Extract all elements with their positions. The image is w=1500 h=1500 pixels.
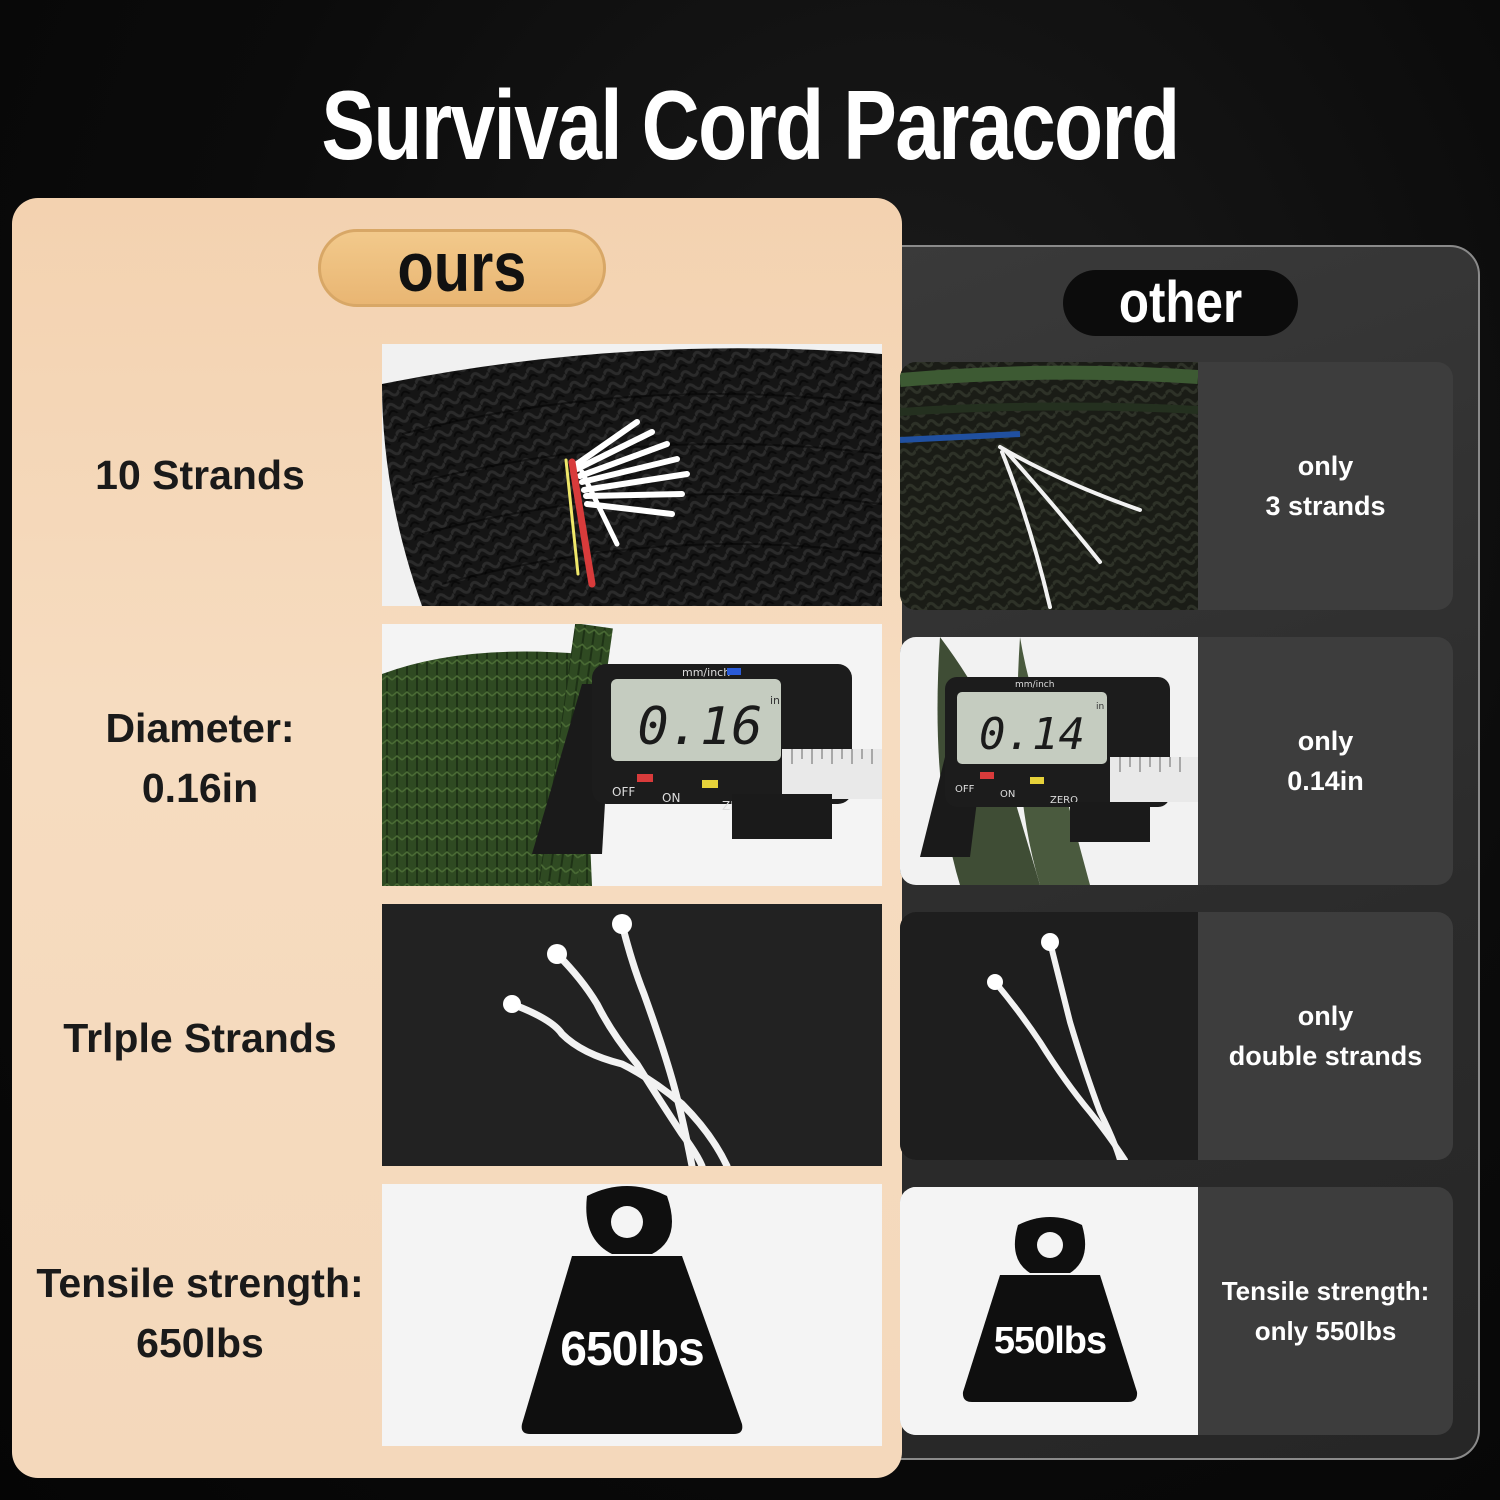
- weight-650-icon: [382, 1184, 882, 1446]
- ours-caliper-on: ON: [662, 791, 680, 805]
- other-caliper-off: OFF: [955, 784, 975, 795]
- ours-caliper-reading: 0.16: [637, 697, 762, 757]
- ours-diameter-label: Diameter: 0.16in: [12, 698, 388, 818]
- other-3-strands-illustration: [900, 362, 1198, 610]
- other-tensile-line1: Tensile strength:: [1221, 1276, 1430, 1306]
- other-tensile-line2: only 550lbs: [1254, 1316, 1397, 1346]
- ours-strands-label: 10 Strands: [12, 445, 388, 505]
- ours-strands-text: 10 Strands: [95, 452, 305, 498]
- other-strands-row: only 3 strands: [900, 362, 1453, 610]
- paracord-10-strands-illustration: [382, 344, 882, 606]
- other-diameter-text: only 0.14in: [1198, 637, 1453, 885]
- caliper-016-illustration: 0.16 in mm/inch OFF ON ZERO: [382, 624, 882, 886]
- triple-strand-illustration: [382, 904, 882, 1166]
- other-caliper-zero: ZERO: [1050, 795, 1078, 806]
- ours-tensile-value: 650lbs: [136, 1320, 264, 1366]
- other-badge: other: [1063, 270, 1298, 336]
- ours-badge: ours: [318, 229, 606, 307]
- ours-diameter-image: 0.16 in mm/inch OFF ON ZERO: [382, 624, 882, 886]
- ours-triple-label: Trlple Strands: [12, 1008, 388, 1068]
- other-double-image: [900, 912, 1198, 1160]
- other-double-text: only double strands: [1198, 912, 1453, 1160]
- other-caliper-reading: 0.14: [979, 709, 1085, 760]
- ours-tensile-title: Tensile strength:: [36, 1260, 364, 1306]
- other-diameter-line1: only: [1297, 726, 1354, 756]
- other-badge-label: other: [1118, 270, 1243, 335]
- other-diameter-image: 0.14 in mm/inch OFF ON ZERO: [900, 637, 1198, 885]
- other-tensile-text: Tensile strength: only 550lbs: [1198, 1187, 1453, 1435]
- other-tensile-row: 550lbs Tensile strength: only 550lbs: [900, 1187, 1453, 1435]
- other-caliper-unit: in: [1096, 702, 1104, 712]
- other-weight-value: 550lbs: [993, 1320, 1107, 1362]
- ours-triple-text: Trlple Strands: [63, 1015, 337, 1061]
- caliper-014-illustration: 0.14 in mm/inch OFF ON ZERO: [900, 637, 1198, 885]
- other-strands-line2: 3 strands: [1265, 491, 1386, 521]
- ours-caliper-unit: in: [770, 694, 780, 707]
- other-caliper-on: ON: [1000, 789, 1015, 800]
- ours-caliper-off: OFF: [612, 785, 635, 799]
- other-strands-image: [900, 362, 1198, 610]
- ours-caliper-mode: mm/inch: [682, 666, 730, 679]
- ours-weight-value: 650lbs: [560, 1323, 704, 1376]
- ours-badge-label: ours: [397, 228, 527, 306]
- other-weight-image: 550lbs: [900, 1187, 1198, 1435]
- weight-550-icon: [900, 1187, 1198, 1435]
- other-diameter-line2: 0.14in: [1287, 766, 1364, 796]
- other-strands-line1: only: [1297, 451, 1354, 481]
- other-strands-text: only 3 strands: [1198, 362, 1453, 610]
- ours-triple-image: [382, 904, 882, 1166]
- ours-diameter-title: Diameter:: [105, 705, 295, 751]
- other-caliper-mode: mm/inch: [1015, 680, 1054, 690]
- ours-weight-image: 650lbs: [382, 1184, 882, 1446]
- other-double-row: only double strands: [900, 912, 1453, 1160]
- ours-diameter-value: 0.16in: [141, 765, 259, 811]
- double-strand-illustration: [900, 912, 1198, 1160]
- other-double-line1: only: [1297, 1001, 1354, 1031]
- ours-tensile-label: Tensile strength: 650lbs: [12, 1253, 388, 1373]
- other-diameter-row: 0.14 in mm/inch OFF ON ZERO only 0.14in: [900, 637, 1453, 885]
- page-title: Survival Cord Paracord: [321, 70, 1180, 180]
- other-double-line2: double strands: [1228, 1041, 1423, 1071]
- ours-strands-image: [382, 344, 882, 606]
